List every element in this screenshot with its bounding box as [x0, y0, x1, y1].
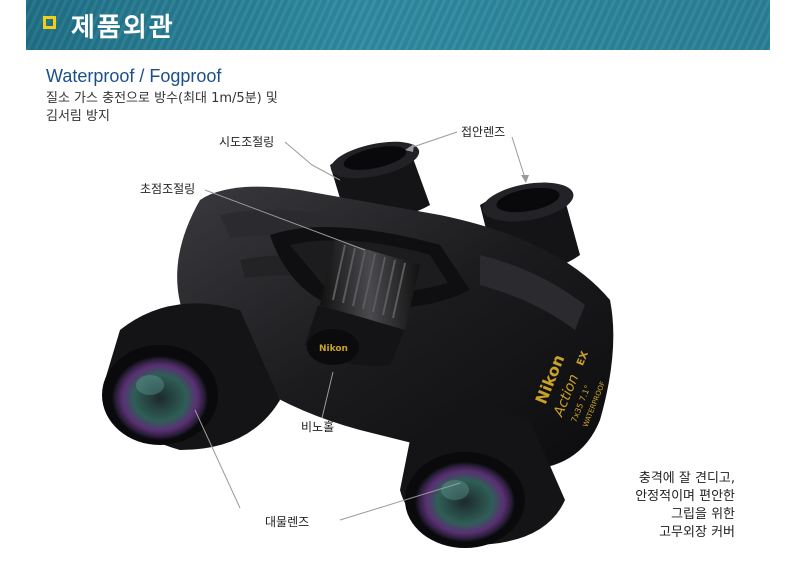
armor-note-line: 충격에 잘 견디고,	[638, 471, 735, 486]
leader-focus-ring	[204, 189, 366, 251]
armor-note-line: 그립을 위한	[671, 507, 735, 522]
leader-objective-left	[194, 409, 241, 509]
model-badge-text: EX	[575, 350, 591, 368]
objective-left	[102, 303, 280, 450]
feature-headline: Waterproof / Fogproof	[46, 66, 222, 86]
leader-eyepiece-right	[511, 136, 526, 179]
banner-texture	[26, 0, 770, 50]
leader-arrowheads	[405, 144, 529, 183]
focus-knob: Nikon	[305, 240, 420, 366]
leader-eyepiece-left	[409, 131, 458, 149]
leader-diopter-ring	[284, 141, 341, 181]
armor-note-line: 고무외장 커버	[659, 525, 735, 540]
leader-objective-right	[339, 482, 461, 521]
rubber-armor-note: 충격에 잘 견디고, 안정적이며 편안한 그립을 위한 고무외장 커버	[575, 470, 735, 542]
label-diopter-ring: 시도조절링	[219, 135, 275, 149]
label-focus-ring: 초점조절링	[140, 182, 196, 196]
leader-lines	[194, 131, 526, 521]
label-eyepiece-lens: 접안렌즈	[461, 125, 506, 139]
description-line: 김서림 방지	[46, 109, 110, 124]
objective-right	[400, 413, 565, 548]
feature-description: 질소 가스 충전으로 방수(최대 1m/5분) 및 김서림 방지	[46, 90, 326, 126]
section-title: 제품외관	[71, 13, 175, 43]
hinge-brand-text: Nikon	[319, 344, 348, 354]
description-line: 질소 가스 충전으로 방수(최대 1m/5분) 및	[46, 91, 278, 106]
label-tripod-socket: 비노홀	[301, 420, 335, 434]
label-objective-lens: 대물렌즈	[265, 515, 310, 529]
leader-tripod-socket	[321, 371, 334, 419]
square-bullet-icon	[43, 16, 56, 29]
armor-note-line: 안정적이며 편안한	[635, 489, 735, 504]
section-header-banner: 제품외관	[26, 0, 770, 50]
